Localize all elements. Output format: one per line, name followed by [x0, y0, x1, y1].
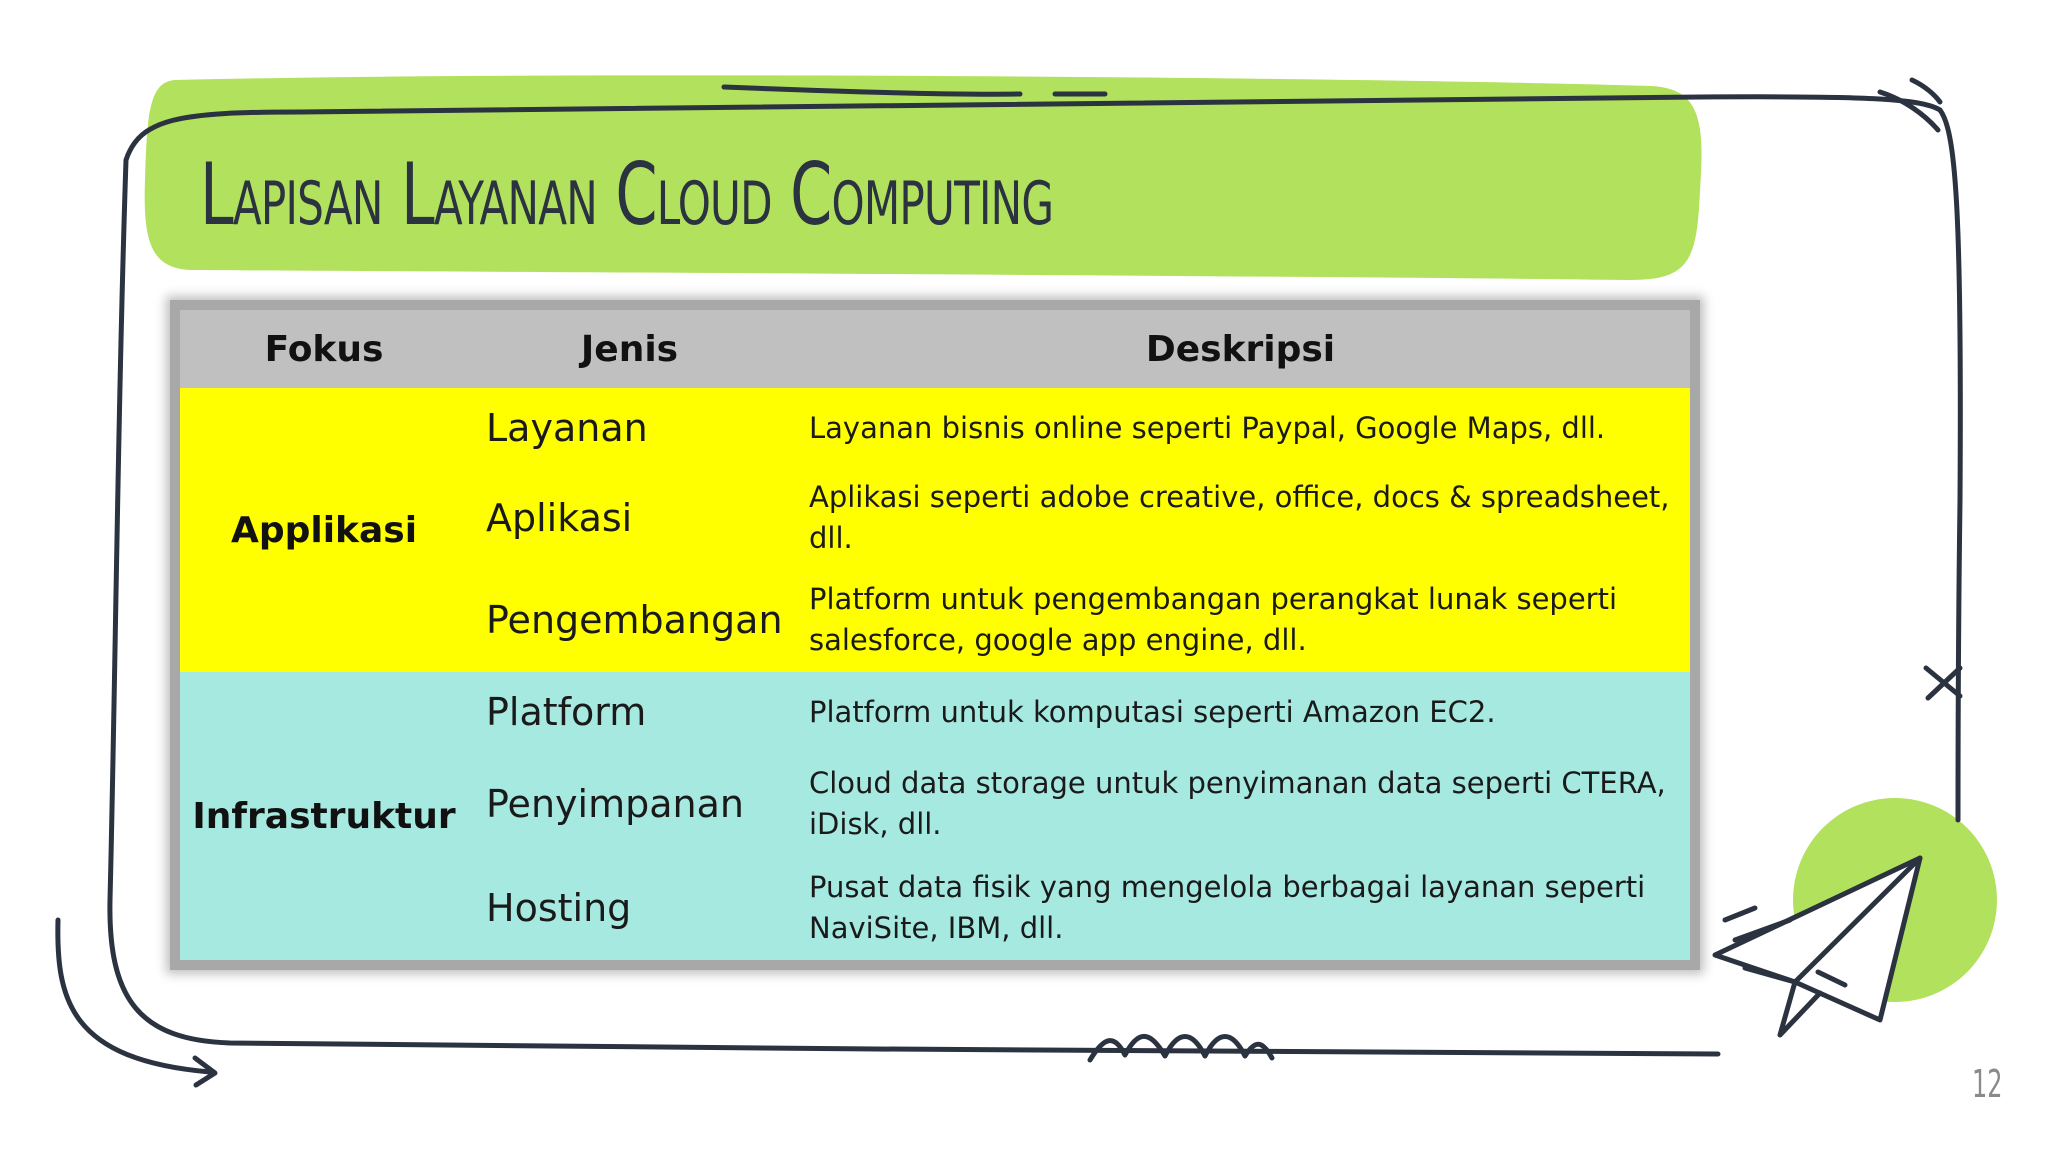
focus-applikasi: Applikasi — [180, 388, 468, 672]
jenis-cell: Aplikasi — [468, 468, 791, 568]
layers-table: Fokus Jenis Deskripsi Applikasi Layanan … — [180, 310, 1690, 960]
jenis-cell: Pengembangan — [468, 568, 791, 672]
table-row: Infrastruktur Platform Platform untuk ko… — [180, 672, 1690, 960]
title-highlight — [144, 75, 1702, 280]
deskripsi-cell: Pusat data fisik yang mengelola berbagai… — [791, 856, 1690, 960]
jenis-cell: Platform — [468, 672, 791, 752]
table-header-row: Fokus Jenis Deskripsi — [180, 310, 1690, 388]
focus-infrastruktur: Infrastruktur — [180, 672, 468, 960]
jenis-cell: Layanan — [468, 388, 791, 468]
deskripsi-cell: Cloud data storage untuk penyimanan data… — [791, 752, 1690, 856]
sketch-frame — [107, 94, 1943, 1057]
header-fokus: Fokus — [180, 310, 468, 388]
table-row: Applikasi Layanan Layanan bisnis online … — [180, 388, 1690, 672]
slide-title: Lapisan Layanan Cloud Computing — [200, 145, 1054, 245]
deskripsi-cell: Aplikasi seperti adobe creative, office,… — [791, 468, 1690, 568]
deskripsi-cell: Platform untuk pengembangan perangkat lu… — [791, 568, 1690, 672]
header-jenis: Jenis — [468, 310, 791, 388]
paper-plane-icon — [1712, 855, 1923, 1038]
table-row: Hosting Pusat data fisik yang mengelola … — [180, 856, 1690, 960]
jenis-cell: Penyimpanan — [468, 752, 791, 856]
header-deskripsi: Deskripsi — [791, 310, 1690, 388]
jenis-cell: Hosting — [468, 856, 791, 960]
deskripsi-cell: Layanan bisnis online seperti Paypal, Go… — [791, 388, 1690, 468]
table-row: Aplikasi Aplikasi seperti adobe creative… — [180, 468, 1690, 568]
table-row: Pengembangan Platform untuk pengembangan… — [180, 568, 1690, 672]
cloud-layers-table: Fokus Jenis Deskripsi Applikasi Layanan … — [170, 300, 1700, 970]
table-row: Penyimpanan Cloud data storage untuk pen… — [180, 752, 1690, 856]
deskripsi-cell: Platform untuk komputasi seperti Amazon … — [791, 672, 1690, 752]
page-number: 12 — [1972, 1062, 2003, 1106]
